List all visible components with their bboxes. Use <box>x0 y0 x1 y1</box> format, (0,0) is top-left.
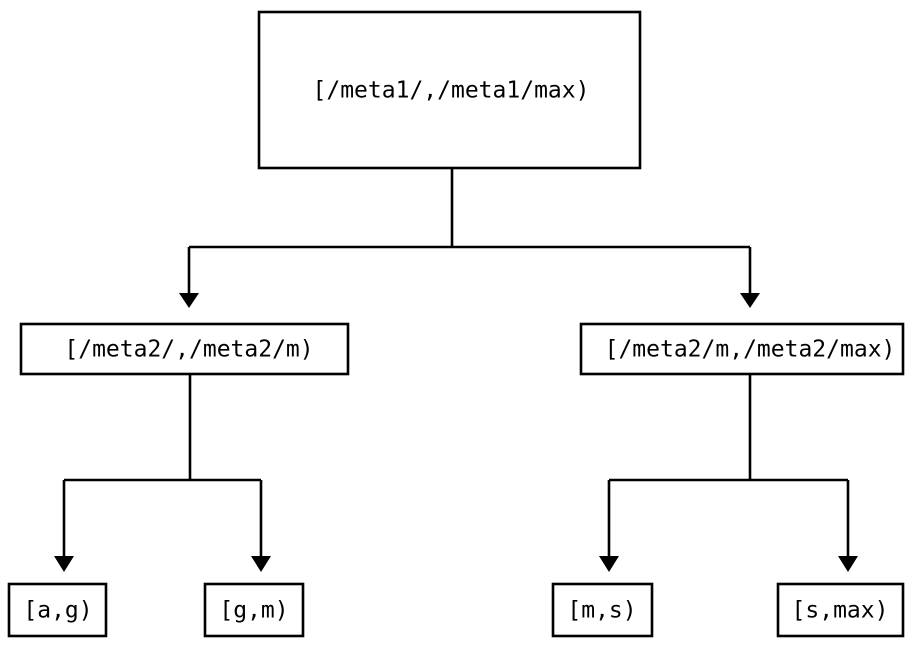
node-leaf-a-g-box <box>7 582 108 638</box>
arrowhead-to-leaf-g-m-icon <box>251 556 271 572</box>
node-leaf-s-max[interactable]: [s,max) <box>776 582 905 638</box>
node-level1-right[interactable]: [/meta2/m,/meta2/max) <box>579 322 905 376</box>
node-leaf-m-s[interactable]: [m,s) <box>551 582 654 638</box>
node-leaf-m-s-label: [m,s) <box>567 598 636 624</box>
node-leaf-a-g[interactable]: [a,g) <box>7 582 108 638</box>
node-level1-right-label: [/meta2/m,/meta2/max) <box>605 337 896 363</box>
node-leaf-s-max-label: [s,max) <box>792 598 889 624</box>
node-leaf-s-max-box <box>776 582 905 638</box>
node-root-box <box>257 10 642 170</box>
edge-level1-left-to-leaves <box>54 374 271 572</box>
node-level1-left[interactable]: [/meta2/,/meta2/m) <box>19 322 350 376</box>
node-level1-right-box <box>579 322 905 376</box>
arrowhead-to-leaf-s-max-icon <box>838 556 858 572</box>
arrowhead-to-level1-left-icon <box>179 293 199 308</box>
arrowhead-to-leaf-m-s-icon <box>599 556 619 572</box>
node-leaf-g-m-label: [g,m) <box>219 598 288 624</box>
node-leaf-g-m-box <box>203 582 305 638</box>
edge-level1-right-to-leaves <box>599 374 858 572</box>
node-level1-left-label: [/meta2/,/meta2/m) <box>64 337 313 363</box>
node-root-label: [/meta1/,/meta1/max) <box>313 78 590 104</box>
node-leaf-g-m[interactable]: [g,m) <box>203 582 305 638</box>
node-leaf-m-s-box <box>551 582 654 638</box>
node-level1-left-box <box>19 322 350 376</box>
node-leaf-a-g-label: [a,g) <box>23 598 92 624</box>
edge-root-to-level1 <box>179 168 760 308</box>
node-root[interactable]: [/meta1/,/meta1/max) <box>257 10 642 170</box>
arrowhead-to-level1-right-icon <box>740 293 760 308</box>
arrowhead-to-leaf-a-g-icon <box>54 556 74 572</box>
